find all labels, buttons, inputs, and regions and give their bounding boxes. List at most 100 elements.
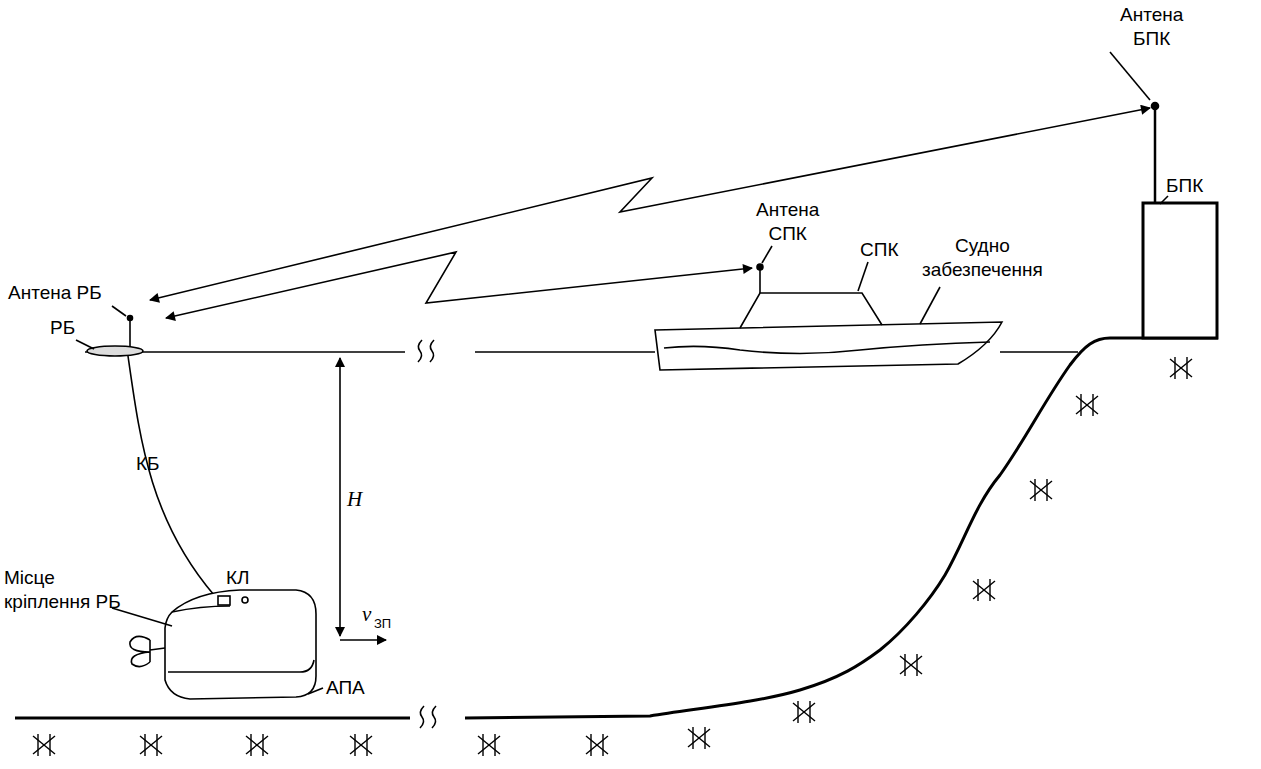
hatch-stroke (140, 736, 162, 754)
hatch-stroke (494, 734, 495, 756)
sea-floor (15, 717, 410, 720)
hatch-stroke (1170, 359, 1192, 377)
lock-label: КЛ (226, 566, 250, 590)
leader-line (920, 287, 940, 324)
velocity-arrow (340, 639, 386, 641)
ship-cabin (740, 293, 882, 328)
cable-lock (218, 596, 230, 605)
hatch-stroke (973, 581, 995, 599)
cable-label: КБ (136, 452, 160, 476)
hatch-stroke (900, 656, 922, 674)
station-label: БПК (1166, 174, 1203, 198)
hatch-stroke (809, 701, 810, 723)
hatch-stroke (1080, 394, 1081, 416)
control-point-box (1143, 203, 1217, 338)
ship-waterline (664, 342, 990, 354)
hatch-stroke (688, 729, 710, 747)
hatch-stroke (350, 736, 372, 754)
hatch-stroke (1046, 479, 1047, 501)
hatch-stroke (586, 736, 608, 754)
leader-line (858, 262, 868, 291)
radio-link (166, 252, 752, 318)
shore-line (465, 338, 1218, 718)
hatch-stroke (49, 734, 50, 756)
radio-buoy (87, 346, 143, 356)
antenna-tip (128, 316, 133, 321)
hatch-stroke (1170, 359, 1192, 377)
antenna-label: Антена СПК (756, 198, 819, 246)
antenna-tip (1152, 103, 1159, 110)
hatch-stroke (250, 734, 251, 756)
station-label: СПК (860, 238, 898, 262)
antenna-mast (129, 320, 131, 347)
hatch-stroke (590, 734, 591, 756)
hatch-stroke (1030, 481, 1052, 499)
hatch-stroke (704, 727, 705, 749)
hatch-stroke (478, 736, 500, 754)
depth-dimension (339, 358, 341, 636)
hatch-stroke (977, 579, 978, 601)
hatch-stroke (156, 734, 157, 756)
hatch-stroke (688, 729, 710, 747)
mount-label: Місце кріплення РБ (4, 566, 139, 614)
leader-line (1160, 196, 1168, 204)
hatch-stroke (33, 736, 55, 754)
hatch-stroke (797, 701, 798, 723)
hatch-stroke (140, 736, 162, 754)
auv-body (165, 590, 316, 699)
hatch-stroke (144, 734, 145, 756)
hatch-stroke (793, 703, 815, 721)
leader-line (308, 688, 323, 694)
vehicle-label: АПА (326, 676, 365, 700)
antenna-label: Антена РБ (8, 281, 102, 305)
hatch-stroke (354, 734, 355, 756)
hatch-stroke (246, 736, 268, 754)
leader-line (112, 306, 126, 316)
antenna-tip (757, 264, 763, 270)
radio-link (150, 108, 1150, 300)
hatch-stroke (33, 736, 55, 754)
ground-hatching (33, 357, 1192, 756)
depth-symbol: H (347, 486, 362, 512)
hatch-stroke (1034, 479, 1035, 501)
hatch-stroke (586, 736, 608, 754)
hatch-stroke (1030, 481, 1052, 499)
leader-line (1110, 52, 1150, 100)
antenna-mast (1154, 108, 1157, 203)
hatch-stroke (916, 654, 917, 676)
hatch-stroke (1174, 357, 1175, 379)
leader-line (76, 340, 94, 349)
ship-hull (655, 322, 1002, 370)
leader-line (762, 246, 772, 263)
hatch-stroke (37, 734, 38, 756)
hatch-stroke (793, 703, 815, 721)
break-mark (418, 340, 434, 362)
auv-contour (168, 660, 314, 672)
auv-propeller (130, 636, 165, 666)
hatch-stroke (904, 654, 905, 676)
hatch-stroke (478, 736, 500, 754)
leader-line (112, 608, 172, 626)
hatch-stroke (1076, 396, 1098, 414)
buoy-label: РБ (50, 316, 75, 340)
velocity-subscript: ЗП (374, 616, 391, 632)
hatch-stroke (262, 734, 263, 756)
hatch-stroke (900, 656, 922, 674)
hatch-stroke (602, 734, 603, 756)
hatch-stroke (692, 727, 693, 749)
hatch-stroke (246, 736, 268, 754)
buoy-cable (128, 356, 214, 595)
antenna-label: Антена БПК (1120, 3, 1183, 51)
velocity-symbol: v (362, 601, 371, 627)
antenna-mast (759, 269, 761, 293)
hatch-stroke (989, 579, 990, 601)
hatch-stroke (482, 734, 483, 756)
vessel-label: Судно забезпечення (922, 234, 1043, 282)
auv-contour (172, 606, 230, 612)
hatch-stroke (1186, 357, 1187, 379)
hatch-stroke (1076, 396, 1098, 414)
hatch-stroke (350, 736, 372, 754)
